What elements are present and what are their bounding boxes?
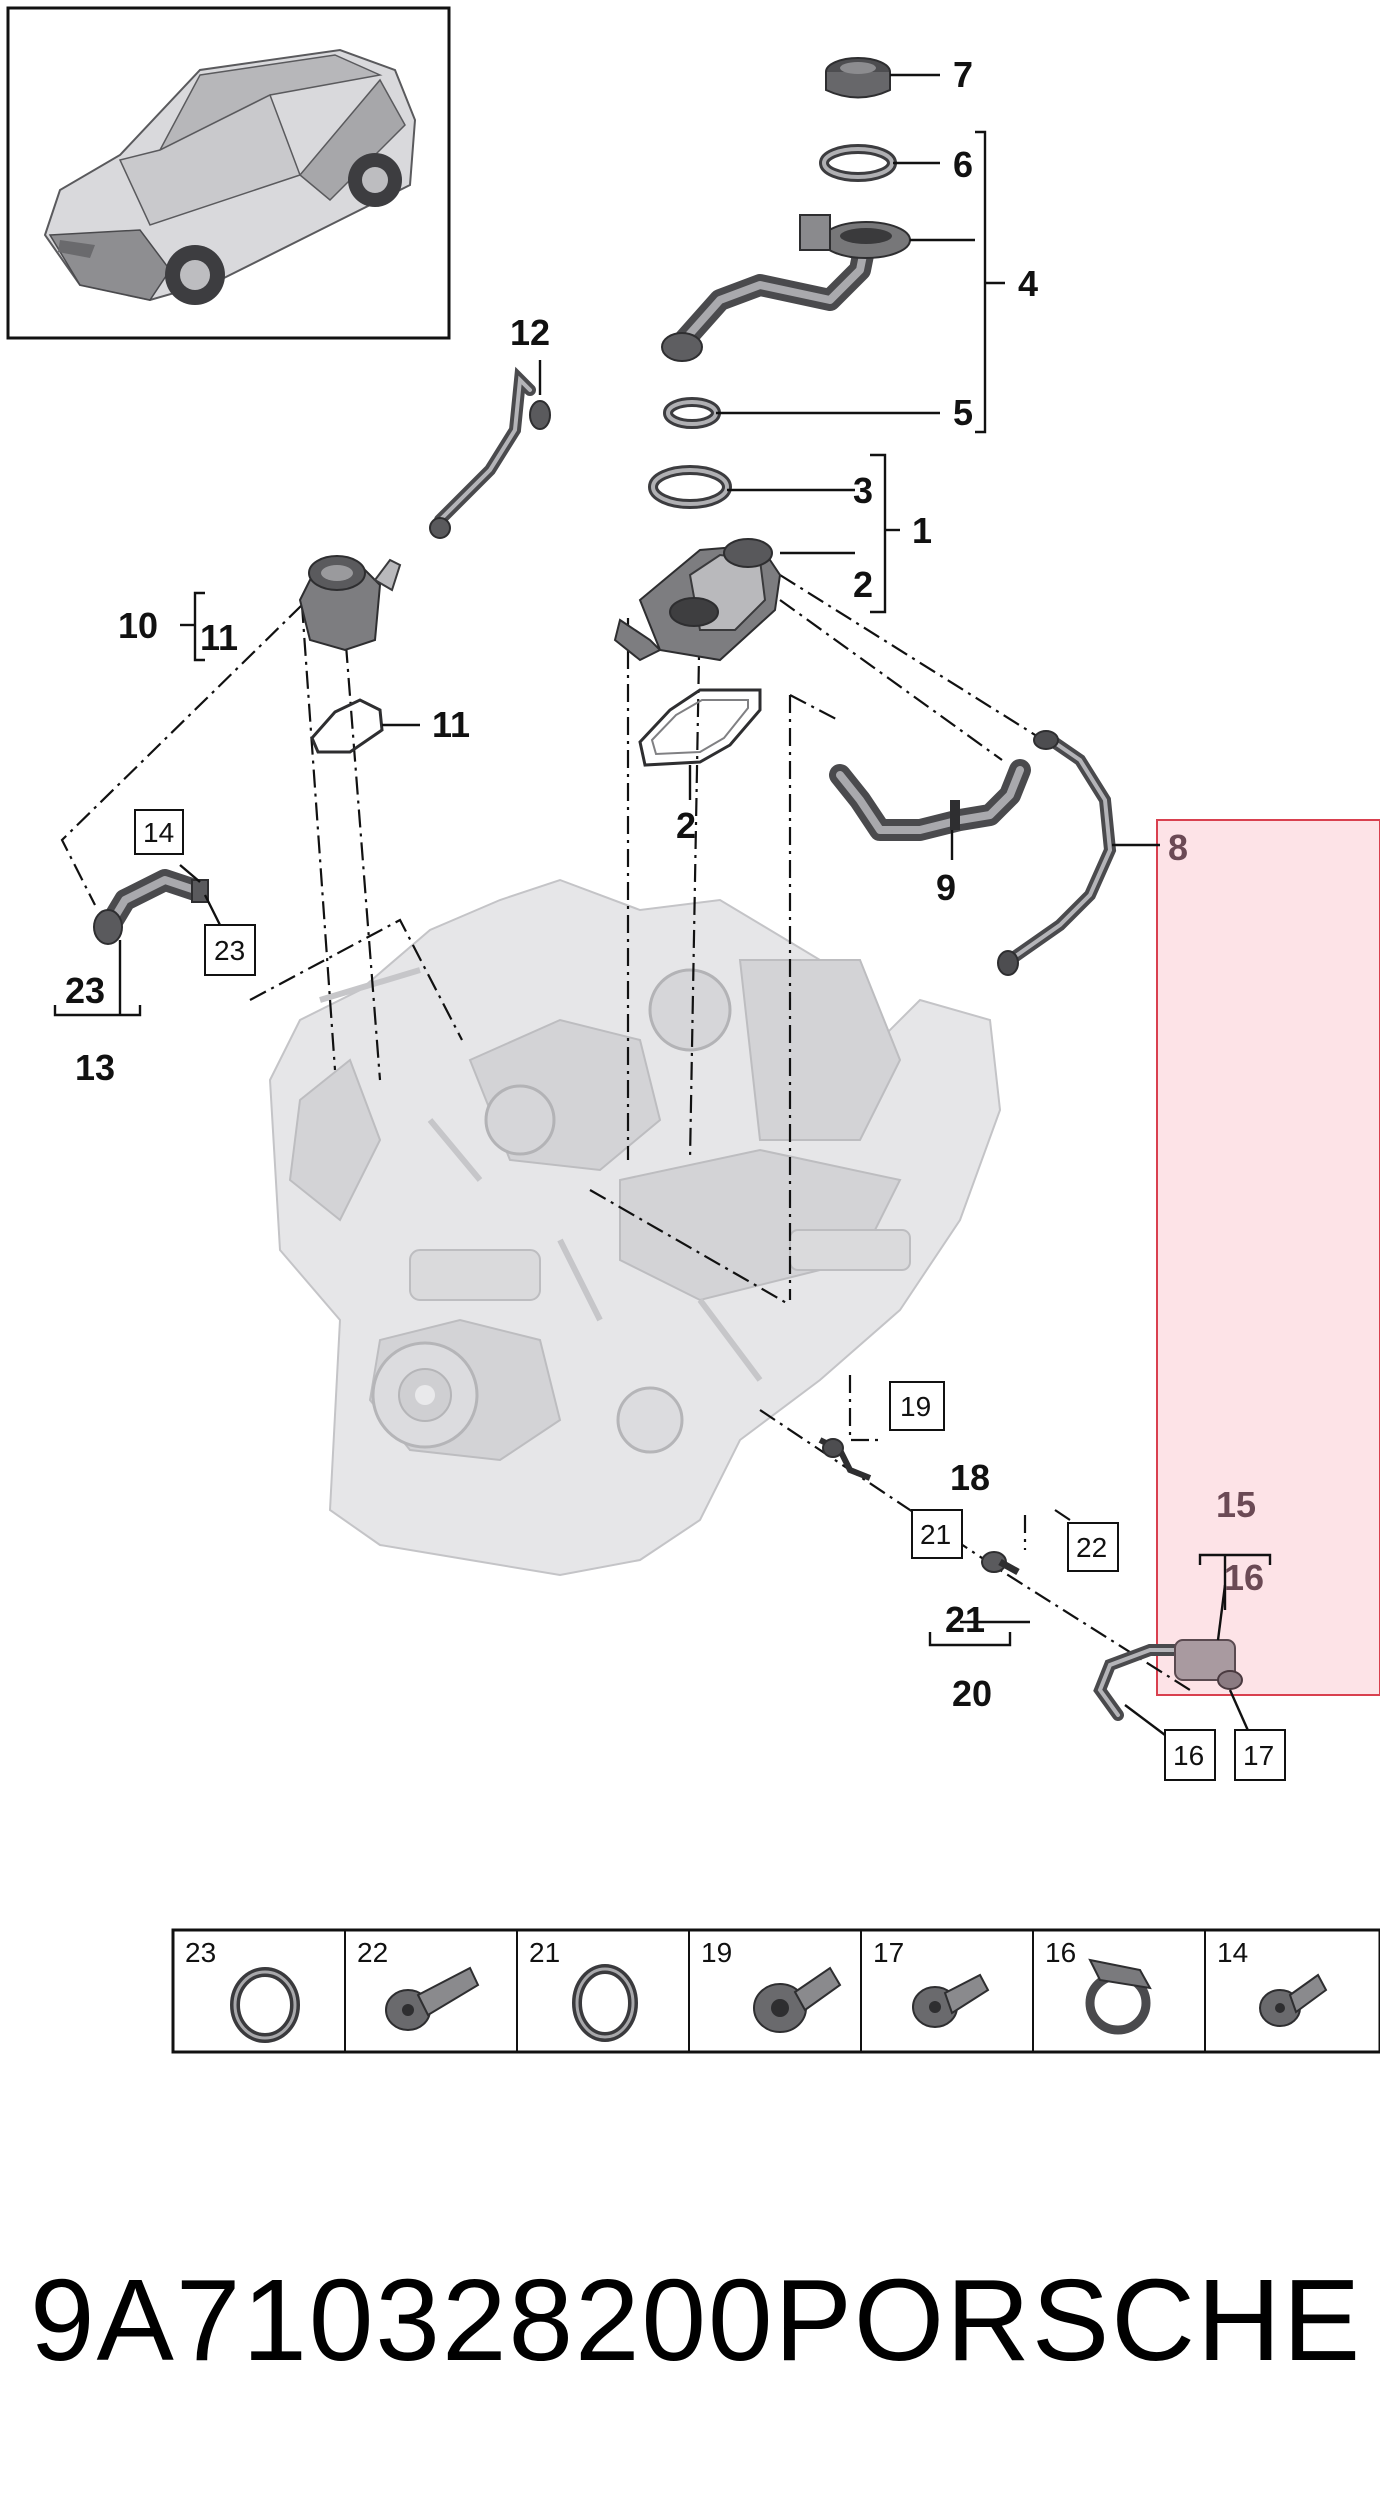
boxed-callout-17[interactable]: 17: [1234, 1729, 1286, 1781]
part-4-filler-neck[interactable]: [661, 214, 911, 362]
part-18-sensor[interactable]: [818, 1437, 872, 1481]
strip-label-16: 16: [1045, 1937, 1076, 1968]
part-15-pipe-assembly[interactable]: [1093, 1639, 1243, 1721]
boxed-callout-14-label: 14: [143, 817, 174, 848]
bolt-icon[interactable]: [385, 1966, 480, 2031]
part-9-vent-hose[interactable]: [829, 759, 1031, 841]
strip-label-14: 14: [1217, 1937, 1248, 1968]
callout-15[interactable]: 15: [1216, 1484, 1256, 1525]
part-number-footer: 9A710328200 PORSCHE: [30, 2255, 1360, 2385]
callout-13[interactable]: 13: [75, 1047, 115, 1088]
part-6-seal[interactable]: [819, 144, 897, 182]
callout-11-bracket[interactable]: 11: [200, 617, 238, 658]
suv-icon: [43, 48, 417, 305]
part-number: 9A710328200: [30, 2255, 775, 2385]
callout-21[interactable]: 21: [945, 1599, 985, 1640]
boxed-callout-16-label: 16: [1173, 1740, 1204, 1771]
boxed-callout-21[interactable]: 21: [911, 1509, 963, 1559]
boxed-callout-22-label: 22: [1076, 1532, 1107, 1563]
part-7-oil-cap[interactable]: [825, 57, 891, 99]
callout-1[interactable]: 1: [912, 510, 932, 551]
callout-9[interactable]: 9: [936, 867, 956, 908]
strip-label-21: 21: [529, 1937, 560, 1968]
callout-20[interactable]: 20: [952, 1673, 992, 1714]
part-1-oil-separator[interactable]: [613, 538, 782, 662]
callout-2-upper[interactable]: 2: [853, 564, 873, 605]
strip-label-19: 19: [701, 1937, 732, 1968]
part-13-hose[interactable]: [93, 869, 209, 945]
part-5-seal[interactable]: [663, 397, 721, 429]
highlight-panel[interactable]: [1156, 819, 1380, 1696]
callout-2-lower[interactable]: 2: [676, 805, 696, 846]
brand-name: PORSCHE: [774, 2255, 1363, 2385]
boxed-callout-22[interactable]: 22: [1067, 1522, 1119, 1572]
boxed-callout-23-label: 23: [214, 935, 245, 966]
small-parts-strip: 23 22 21 19 17 16 14: [171, 1928, 1380, 2054]
part-8-breather-hose[interactable]: [997, 730, 1117, 976]
flange-screw-icon[interactable]: [1259, 1973, 1328, 2027]
boxed-callout-19[interactable]: 19: [889, 1381, 945, 1431]
part-11-gasket[interactable]: [310, 698, 384, 754]
strip-label-22: 22: [357, 1937, 388, 1968]
boxed-callout-19-label: 19: [900, 1391, 931, 1422]
boxed-callout-17-label: 17: [1243, 1740, 1274, 1771]
part-12-vent-hose[interactable]: [429, 366, 551, 539]
part-3-o-ring[interactable]: [648, 465, 732, 509]
callout-5[interactable]: 5: [953, 392, 973, 433]
callout-6[interactable]: 6: [953, 144, 973, 185]
strip-label-17: 17: [873, 1937, 904, 1968]
callout-10[interactable]: 10: [118, 605, 158, 646]
boxed-callout-21-label: 21: [920, 1519, 951, 1550]
vehicle-thumbnail: [6, 6, 451, 340]
strip-label-23: 23: [185, 1937, 216, 1968]
engine-block: [268, 878, 1002, 1577]
o-ring-icon[interactable]: [230, 1967, 300, 2043]
callout-11[interactable]: 11: [432, 704, 470, 745]
callout-4[interactable]: 4: [1018, 263, 1038, 304]
callout-7[interactable]: 7: [953, 54, 973, 95]
callout-3[interactable]: 3: [853, 470, 873, 511]
o-ring-icon-2[interactable]: [572, 1964, 638, 2042]
callout-23[interactable]: 23: [65, 970, 105, 1011]
callout-8[interactable]: 8: [1168, 827, 1188, 868]
part-10-oil-separator-left[interactable]: [298, 555, 402, 652]
boxed-callout-23[interactable]: 23: [204, 924, 256, 976]
callout-12[interactable]: 12: [510, 312, 550, 353]
leaders: [53, 73, 1272, 1736]
torx-bolt-icon[interactable]: [753, 1966, 842, 2033]
boxed-callout-14[interactable]: 14: [134, 809, 184, 855]
hose-clamp-icon[interactable]: [1085, 1958, 1152, 2035]
screw-icon[interactable]: [912, 1973, 990, 2028]
callout-18[interactable]: 18: [950, 1457, 990, 1498]
part-20-bolt[interactable]: [981, 1551, 1020, 1576]
callout-16[interactable]: 16: [1224, 1557, 1264, 1598]
part-2-gasket[interactable]: [638, 688, 762, 767]
boxed-callout-16[interactable]: 16: [1164, 1729, 1216, 1781]
